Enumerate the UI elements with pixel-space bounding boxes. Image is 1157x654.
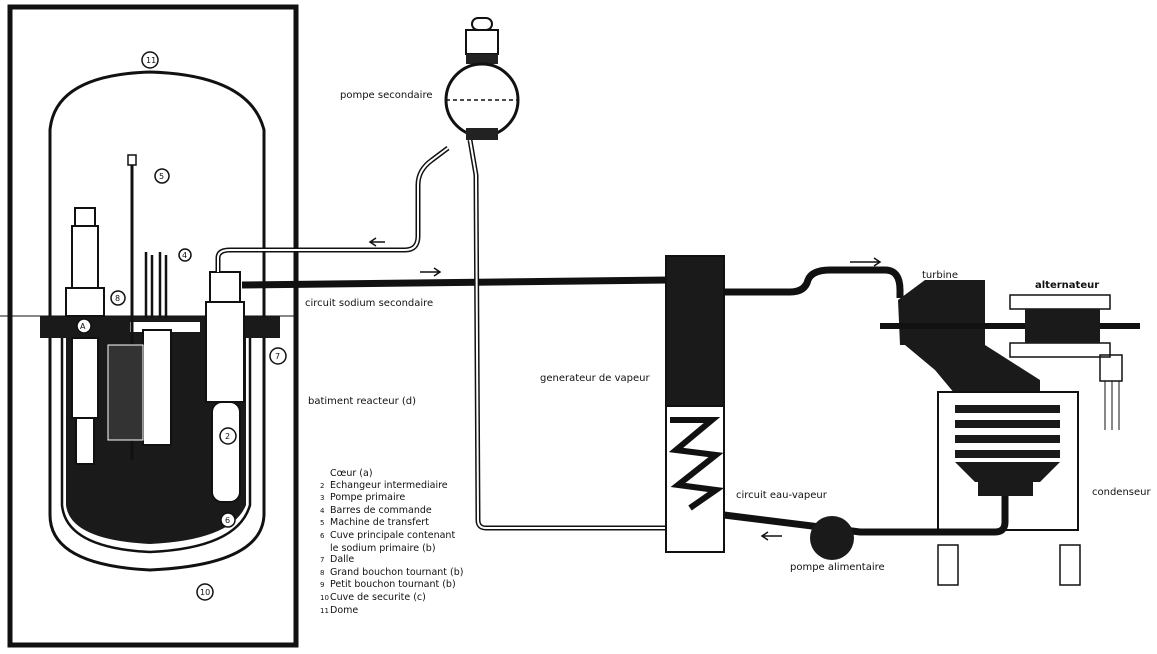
label-circuit-eau-vapeur: circuit eau-vapeur xyxy=(736,490,827,501)
safety-vessel xyxy=(60,330,252,554)
alternator-body xyxy=(1009,294,1123,430)
callout-2: 2 xyxy=(225,432,231,441)
reactor-building-box xyxy=(7,4,299,648)
legend-item: le sodium primaire (b) xyxy=(330,542,436,554)
intermediate-exchanger xyxy=(205,271,245,503)
secondary-hot-leg xyxy=(241,276,671,289)
callout-7: 7 xyxy=(275,352,281,361)
label-pompe-secondaire: pompe secondaire xyxy=(340,90,433,101)
callout-a: A xyxy=(80,322,86,331)
dome xyxy=(48,70,266,572)
secondary-cold-leg xyxy=(215,146,450,272)
core xyxy=(107,344,144,441)
flow-arrow-3 xyxy=(760,531,782,541)
callout-8: 8 xyxy=(115,294,121,303)
secondary-pump xyxy=(444,17,668,531)
label-circuit-sodium: circuit sodium secondaire xyxy=(305,298,434,309)
flow-arrow-1 xyxy=(420,267,442,277)
callout-5: 5 xyxy=(159,172,165,181)
legend-item: 10Cuve de securite (c) xyxy=(320,591,426,603)
callout-11: 11 xyxy=(146,56,157,65)
steam-generator xyxy=(665,255,725,553)
callout-4: 4 xyxy=(182,251,188,260)
feedwater-pump xyxy=(810,516,854,560)
legend-item: Cœur (a) xyxy=(330,468,373,479)
transfer-machine xyxy=(127,154,137,166)
label-condenseur: condenseur xyxy=(1092,487,1151,498)
label-turbine: turbine xyxy=(922,270,958,281)
legend-item: 11Dome xyxy=(320,604,359,616)
feedwater-line xyxy=(723,496,1009,536)
label-batiment-reacteur: batiment reacteur (d) xyxy=(308,396,417,407)
label-pompe-alimentaire: pompe alimentaire xyxy=(790,562,885,573)
callout-6: 6 xyxy=(225,516,231,525)
primary-pump xyxy=(65,207,105,465)
flow-arrow-2 xyxy=(850,257,882,267)
flow-arrow-4 xyxy=(368,237,385,247)
label-generateur-vapeur: generateur de vapeur xyxy=(540,373,650,384)
callout-markers xyxy=(76,51,287,601)
steam-line xyxy=(724,266,904,298)
label-alternateur: alternateur xyxy=(1035,280,1100,291)
condenser-body xyxy=(937,391,1081,586)
callout-10: 10 xyxy=(200,588,211,597)
turbine-body xyxy=(880,280,1140,400)
